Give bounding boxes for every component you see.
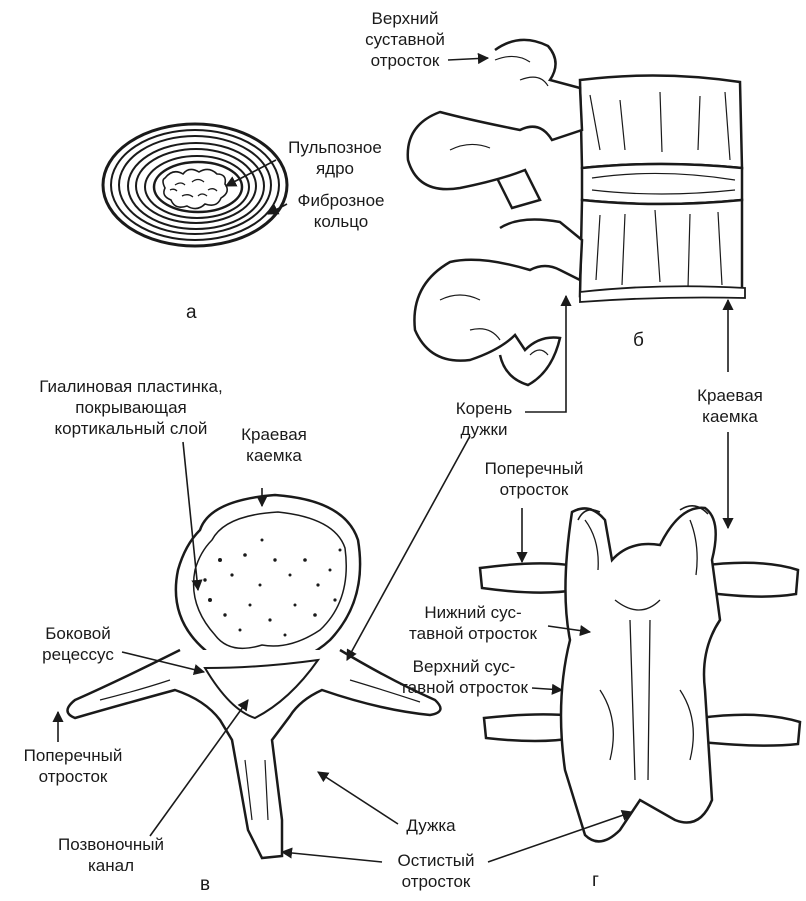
label-lower-articular-process-g: Нижний сус- тавной отросток bbox=[398, 602, 548, 644]
label-line: Боковой bbox=[28, 623, 128, 644]
label-line: ядро bbox=[274, 158, 396, 179]
label-line: Краевая bbox=[680, 385, 780, 406]
label-line: рецессус bbox=[28, 644, 128, 665]
label-line: Поперечный bbox=[6, 745, 140, 766]
panel-label-b: б bbox=[633, 330, 644, 352]
label-line: Дужка bbox=[396, 815, 466, 836]
label-line: отросток bbox=[376, 871, 496, 892]
label-nucleus-pulposus: Пульпозное ядро bbox=[274, 137, 396, 179]
label-line: Поперечный bbox=[474, 458, 594, 479]
label-line: отросток bbox=[350, 50, 460, 71]
label-transverse-process-v: Поперечный отросток bbox=[6, 745, 140, 787]
label-line: отросток bbox=[6, 766, 140, 787]
label-line: кольцо bbox=[282, 211, 400, 232]
label-line: тавной отросток bbox=[398, 623, 548, 644]
label-line: Краевая bbox=[224, 424, 324, 445]
label-line: кортикальный слой bbox=[0, 418, 262, 439]
label-line: Нижний сус- bbox=[398, 602, 548, 623]
label-line: покрывающая bbox=[0, 397, 262, 418]
label-line: Гиалиновая пластинка, bbox=[0, 376, 262, 397]
label-line: суставной bbox=[350, 29, 460, 50]
label-transverse-process-g: Поперечный отросток bbox=[474, 458, 594, 500]
label-marginal-rim-v: Краевая каемка bbox=[224, 424, 324, 466]
axial-vertebra-drawing bbox=[68, 495, 441, 858]
label-lamina: Дужка bbox=[396, 815, 466, 836]
label-line: Верхний сус- bbox=[390, 656, 538, 677]
label-line: Остистый bbox=[376, 850, 496, 871]
label-line: дужки bbox=[440, 419, 528, 440]
label-line: Пульпозное bbox=[274, 137, 396, 158]
panel-label-a: а bbox=[186, 302, 197, 324]
label-line: Корень bbox=[440, 398, 528, 419]
label-annulus-fibrosus: Фиброзное кольцо bbox=[282, 190, 400, 232]
label-line: Фиброзное bbox=[282, 190, 400, 211]
label-line: тавной отросток bbox=[390, 677, 538, 698]
panel-label-v: в bbox=[200, 874, 210, 896]
label-upper-articular-process-g: Верхний сус- тавной отросток bbox=[390, 656, 538, 698]
label-line: канал bbox=[36, 855, 186, 876]
disc-drawing bbox=[103, 124, 287, 246]
label-pedicle-root: Корень дужки bbox=[440, 398, 528, 440]
label-line: Позвоночный bbox=[36, 834, 186, 855]
label-line: каемка bbox=[680, 406, 780, 427]
label-spinal-canal: Позвоночный канал bbox=[36, 834, 186, 876]
label-lateral-recess: Боковой рецессус bbox=[28, 623, 128, 665]
label-upper-articular-process-b: Верхний суставной отросток bbox=[350, 8, 460, 71]
lateral-vertebrae-drawing bbox=[408, 40, 745, 385]
label-line: каемка bbox=[224, 445, 324, 466]
label-line: отросток bbox=[474, 479, 594, 500]
label-spinous-process: Остистый отросток bbox=[376, 850, 496, 892]
panel-label-g: г bbox=[592, 870, 599, 892]
label-marginal-rim-right: Краевая каемка bbox=[680, 385, 780, 427]
label-hyaline-plate: Гиалиновая пластинка, покрывающая кортик… bbox=[0, 376, 262, 439]
label-line: Верхний bbox=[350, 8, 460, 29]
